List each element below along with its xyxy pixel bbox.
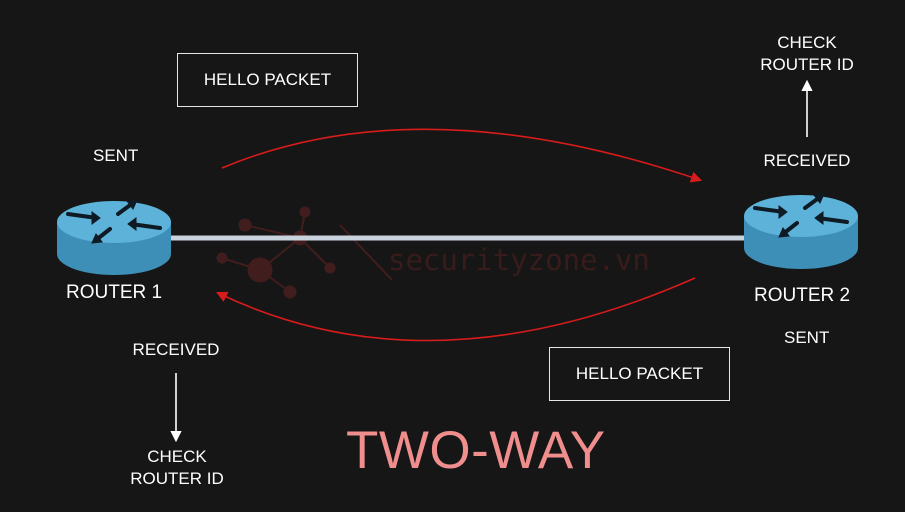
router-2-received-label: RECEIVED [763, 151, 851, 170]
router-1-received-label: RECEIVED [132, 340, 220, 359]
watermark-text: securityzone.vn [388, 243, 650, 277]
router-2-sent-label: SENT [784, 328, 830, 347]
router-1-check-router-id: CHECK ROUTER ID [130, 446, 224, 490]
hello-packet-box-top: HELLO PACKET [177, 53, 358, 107]
router-1-name: ROUTER 1 [66, 282, 163, 303]
hello-packet-label-bottom: HELLO PACKET [575, 364, 704, 383]
router-2-check-router-id: CHECK ROUTER ID [760, 32, 854, 76]
hello-arrow-router2-to-router1 [215, 277, 696, 342]
hello-arrow-router1-to-router2 [221, 128, 703, 183]
diagram-title: TWO-WAY [346, 421, 606, 480]
router-2-check-line2: ROUTER ID [760, 55, 854, 74]
router-2-name: ROUTER 2 [754, 285, 851, 306]
router-1-icon [57, 199, 171, 275]
hello-packet-label-top: HELLO PACKET [203, 70, 332, 89]
router-1-sent-label: SENT [93, 146, 139, 165]
router-1-check-line1: CHECK [147, 447, 207, 466]
hello-packet-box-bottom: HELLO PACKET [549, 347, 730, 401]
router-2-icon [744, 193, 858, 269]
router-2-check-line1: CHECK [777, 33, 837, 52]
router-1-check-line2: ROUTER ID [130, 469, 224, 488]
watermark-logo [216, 206, 393, 299]
